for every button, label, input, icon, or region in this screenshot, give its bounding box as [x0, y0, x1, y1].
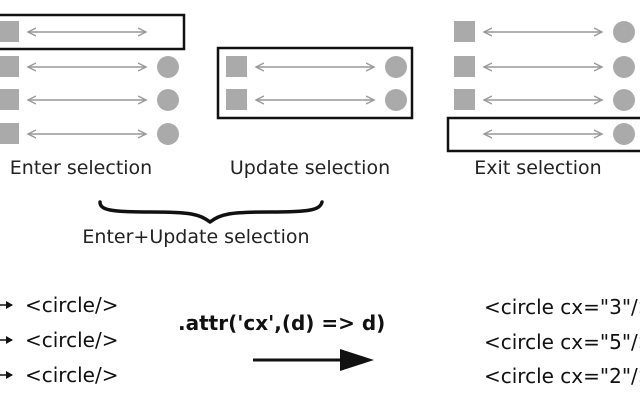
circle-icon [613, 89, 635, 111]
enter-highlight-frame [0, 13, 186, 51]
enter-selection-label: Enter selection [9, 157, 153, 179]
exit-selection-label: Exit selection [474, 157, 602, 179]
left-code-item: <circle/> [25, 363, 119, 387]
merge-selection-label: Enter+Update selection [82, 226, 310, 248]
left-bullet-arrows [0, 301, 13, 379]
left-code-item: <circle/> [25, 293, 119, 317]
circle-icon [157, 56, 179, 78]
square-icon [0, 123, 19, 144]
circle-icon [385, 89, 407, 111]
transform-arrow [253, 349, 374, 371]
square-icon [0, 21, 19, 42]
exit-highlight-frame [446, 116, 640, 153]
right-arrow-icon [340, 349, 374, 371]
exit-selection-group [446, 21, 640, 153]
square-icon [0, 56, 19, 77]
square-icon [0, 89, 19, 110]
right-code-item: <circle cx="5"/> [484, 330, 640, 354]
circle-icon [613, 21, 635, 43]
square-icon [226, 56, 247, 77]
curly-brace-icon [98, 200, 324, 224]
update-selection-label: Update selection [229, 157, 391, 179]
right-code-item: <circle cx="3"/> [484, 295, 640, 319]
enter-selection-group [0, 13, 186, 145]
square-icon [454, 21, 475, 42]
square-icon [226, 89, 247, 110]
circle-icon [157, 89, 179, 111]
right-code-item: <circle cx="2"/> [484, 364, 640, 388]
update-highlight-frame [216, 46, 414, 120]
attr-method-label: .attr('cx',(d) => d) [178, 311, 386, 335]
update-selection-group [216, 46, 414, 120]
square-icon [454, 56, 475, 77]
left-code-item: <circle/> [25, 328, 119, 352]
circle-icon [613, 56, 635, 78]
square-icon [454, 89, 475, 110]
circle-icon [157, 123, 179, 145]
circle-icon [385, 56, 407, 78]
circle-icon [613, 123, 635, 145]
